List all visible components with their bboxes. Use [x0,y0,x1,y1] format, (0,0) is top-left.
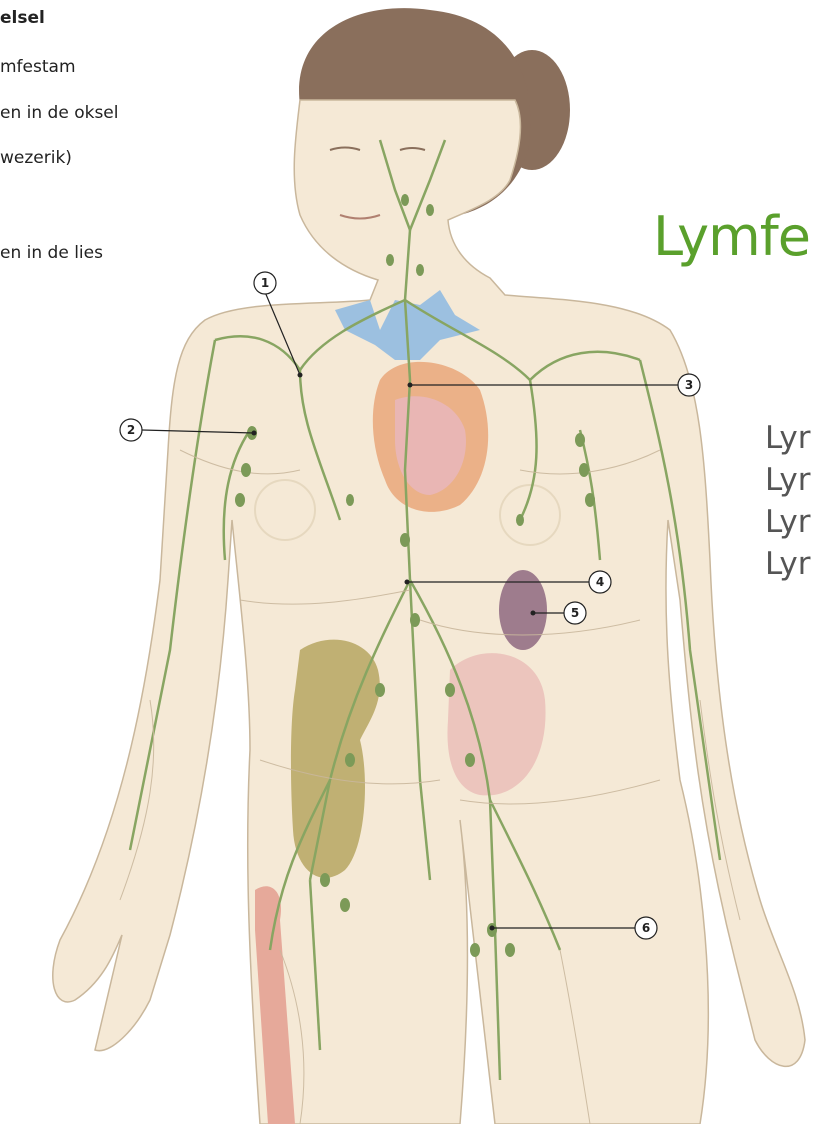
callout-number: 6 [642,921,650,935]
bullet-item: Lyr [765,546,811,588]
bullet-list: Lyr Lyr Lyr Lyr [765,420,811,588]
callout-number: 3 [685,378,693,392]
slide-title: Lymfe [653,205,810,268]
callout-number: 4 [596,575,604,589]
callout-number: 2 [127,423,135,437]
callout-number: 1 [261,276,269,290]
bullet-item: Lyr [765,504,811,546]
bullet-item: Lyr [765,420,811,462]
callout-number: 5 [571,606,579,620]
bullet-item: Lyr [765,462,811,504]
